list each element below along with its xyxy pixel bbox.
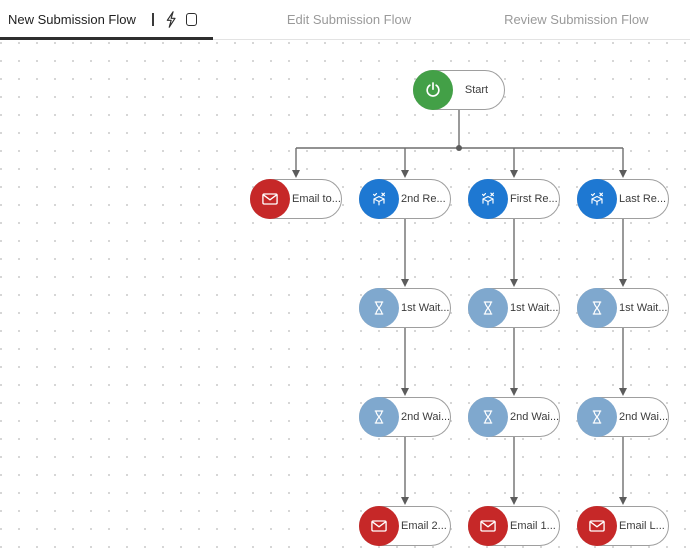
flow-canvas[interactable]: Start Email to... 2nd Re... xyxy=(0,40,690,556)
node-label: Email to... xyxy=(292,193,341,205)
lightning-icon[interactable] xyxy=(163,11,177,28)
node-label: 1st Wait... xyxy=(510,302,559,314)
node-first-review[interactable]: First Re... xyxy=(468,178,560,219)
hourglass-icon xyxy=(577,396,617,437)
node-last-review[interactable]: Last Re... xyxy=(577,178,669,219)
hourglass-icon xyxy=(468,287,508,328)
node-label: 1st Wait... xyxy=(619,302,668,314)
hourglass-icon xyxy=(468,396,508,437)
hourglass-icon xyxy=(359,287,399,328)
tab-label: New Submission Flow xyxy=(8,12,136,27)
review-icon xyxy=(577,178,617,219)
envelope-icon xyxy=(359,505,399,546)
node-second-wait-2[interactable]: 2nd Wai... xyxy=(468,396,560,437)
node-label: 2nd Wai... xyxy=(619,411,668,423)
divider-bar-icon xyxy=(151,13,154,26)
node-label: 2nd Wai... xyxy=(510,411,559,423)
node-label: Email 2... xyxy=(401,520,447,532)
tab-edit-submission-flow[interactable]: Edit Submission Flow xyxy=(235,0,462,39)
tab-toolbar xyxy=(151,11,197,28)
review-icon xyxy=(359,178,399,219)
node-label: First Re... xyxy=(510,193,558,205)
node-first-wait-3[interactable]: 1st Wait... xyxy=(577,287,669,328)
node-label: Email L... xyxy=(619,520,665,532)
node-label: Start xyxy=(464,84,489,96)
tab-bar: New Submission Flow Edit Submission Flow… xyxy=(0,0,690,40)
junction-dot xyxy=(456,145,462,151)
tab-label: Review Submission Flow xyxy=(504,12,649,27)
active-tab-indicator xyxy=(0,37,213,40)
node-first-wait-2[interactable]: 1st Wait... xyxy=(468,287,560,328)
node-email-1[interactable]: Email 1... xyxy=(468,505,560,546)
tab-label: Edit Submission Flow xyxy=(286,12,412,27)
power-icon xyxy=(413,69,453,110)
node-email-to[interactable]: Email to... xyxy=(250,178,342,219)
node-first-wait-1[interactable]: 1st Wait... xyxy=(359,287,451,328)
node-label: 2nd Re... xyxy=(401,193,446,205)
node-label: Last Re... xyxy=(619,193,667,205)
hourglass-icon xyxy=(577,287,617,328)
envelope-icon xyxy=(250,178,290,219)
flow-connectors xyxy=(292,110,627,505)
envelope-icon xyxy=(468,505,508,546)
node-label: Email 1... xyxy=(510,520,556,532)
tab-new-submission-flow[interactable]: New Submission Flow xyxy=(0,0,235,39)
review-icon xyxy=(468,178,508,219)
node-label: 2nd Wai... xyxy=(401,411,450,423)
hourglass-icon xyxy=(359,396,399,437)
node-label: 1st Wait... xyxy=(401,302,450,314)
node-email-last[interactable]: Email L... xyxy=(577,505,669,546)
node-second-wait-3[interactable]: 2nd Wai... xyxy=(577,396,669,437)
node-email-2[interactable]: Email 2... xyxy=(359,505,451,546)
tab-review-submission-flow[interactable]: Review Submission Flow xyxy=(463,0,690,39)
node-second-wait-1[interactable]: 2nd Wai... xyxy=(359,396,451,437)
node-second-review[interactable]: 2nd Re... xyxy=(359,178,451,219)
envelope-icon xyxy=(577,505,617,546)
node-start[interactable]: Start xyxy=(413,69,505,110)
copy-square-icon[interactable] xyxy=(185,13,197,26)
